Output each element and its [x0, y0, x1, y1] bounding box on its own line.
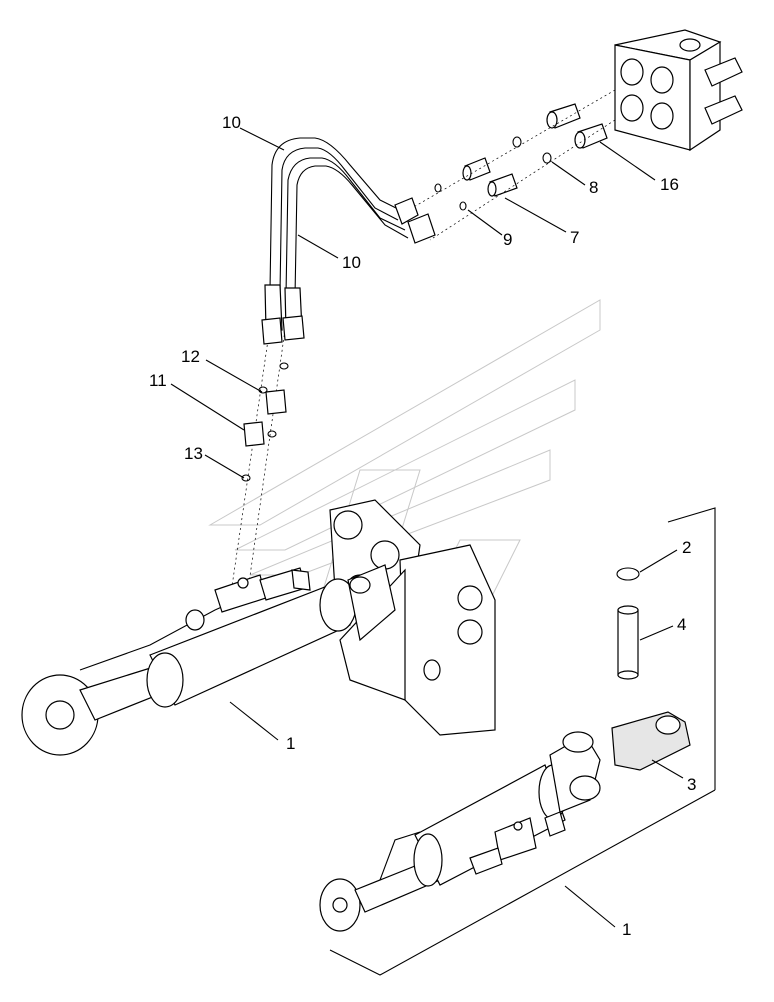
callout-4: 4 [677, 615, 686, 634]
callout-16: 16 [660, 175, 679, 194]
rod-end [611, 711, 691, 771]
elbow-fittings [241, 362, 289, 482]
o-rings [434, 136, 552, 211]
callout-labels: 10 10 16 8 7 9 12 11 13 2 4 3 1 1 [149, 113, 696, 939]
callout-1-right: 1 [622, 920, 631, 939]
callout-13: 13 [184, 444, 203, 463]
leader-lines [170, 127, 684, 928]
hydraulic-hoses [261, 137, 436, 345]
callout-1-left: 1 [286, 734, 295, 753]
alignment-lines [229, 89, 616, 601]
parts-kit-outline [329, 507, 716, 976]
mounting-bracket [329, 499, 496, 736]
snap-ring [616, 567, 640, 581]
callout-11: 11 [149, 371, 167, 390]
hydraulic-cylinder-kit [319, 731, 601, 932]
callout-7: 7 [570, 228, 579, 247]
adapter-fittings [462, 103, 608, 197]
callout-10-middle: 10 [342, 253, 361, 272]
callout-3: 3 [687, 775, 696, 794]
callout-9: 9 [503, 230, 512, 249]
callout-2: 2 [682, 538, 691, 557]
hydraulic-cylinder-installed [21, 564, 396, 756]
pin [617, 605, 639, 680]
callout-8: 8 [589, 178, 598, 197]
callout-10-top: 10 [222, 113, 241, 132]
callout-12: 12 [181, 347, 200, 366]
control-valve-block [614, 29, 743, 152]
